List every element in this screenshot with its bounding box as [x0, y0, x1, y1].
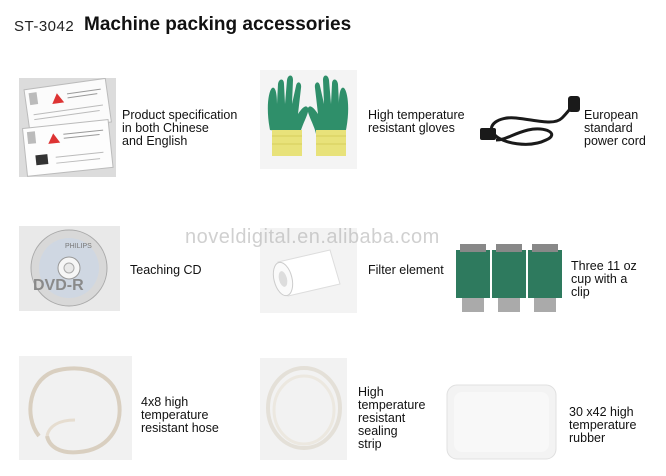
spec-sheet-image: [19, 78, 116, 177]
cup-clip-image: [452, 240, 568, 320]
gloves-image: [260, 70, 357, 169]
watermark: noveldigital.en.alibaba.com: [185, 226, 440, 248]
model-code: ST-3042: [14, 18, 75, 35]
cd-disc-text: DVD-R: [33, 277, 84, 294]
sealing-strip-image: [260, 358, 347, 460]
cd-brand-text: PHILIPS: [65, 243, 92, 250]
item-label-cd: Teaching CD: [130, 263, 202, 277]
rubber-pad-image: [446, 384, 557, 460]
page-title: Machine packing accessories: [84, 14, 352, 35]
filter-element-image: [260, 228, 357, 313]
hose-image: [19, 356, 132, 460]
power-cord-image: [476, 96, 582, 156]
item-label-filter: Filter element: [368, 263, 444, 277]
teaching-cd-image: PHILIPS DVD-R: [19, 226, 120, 311]
